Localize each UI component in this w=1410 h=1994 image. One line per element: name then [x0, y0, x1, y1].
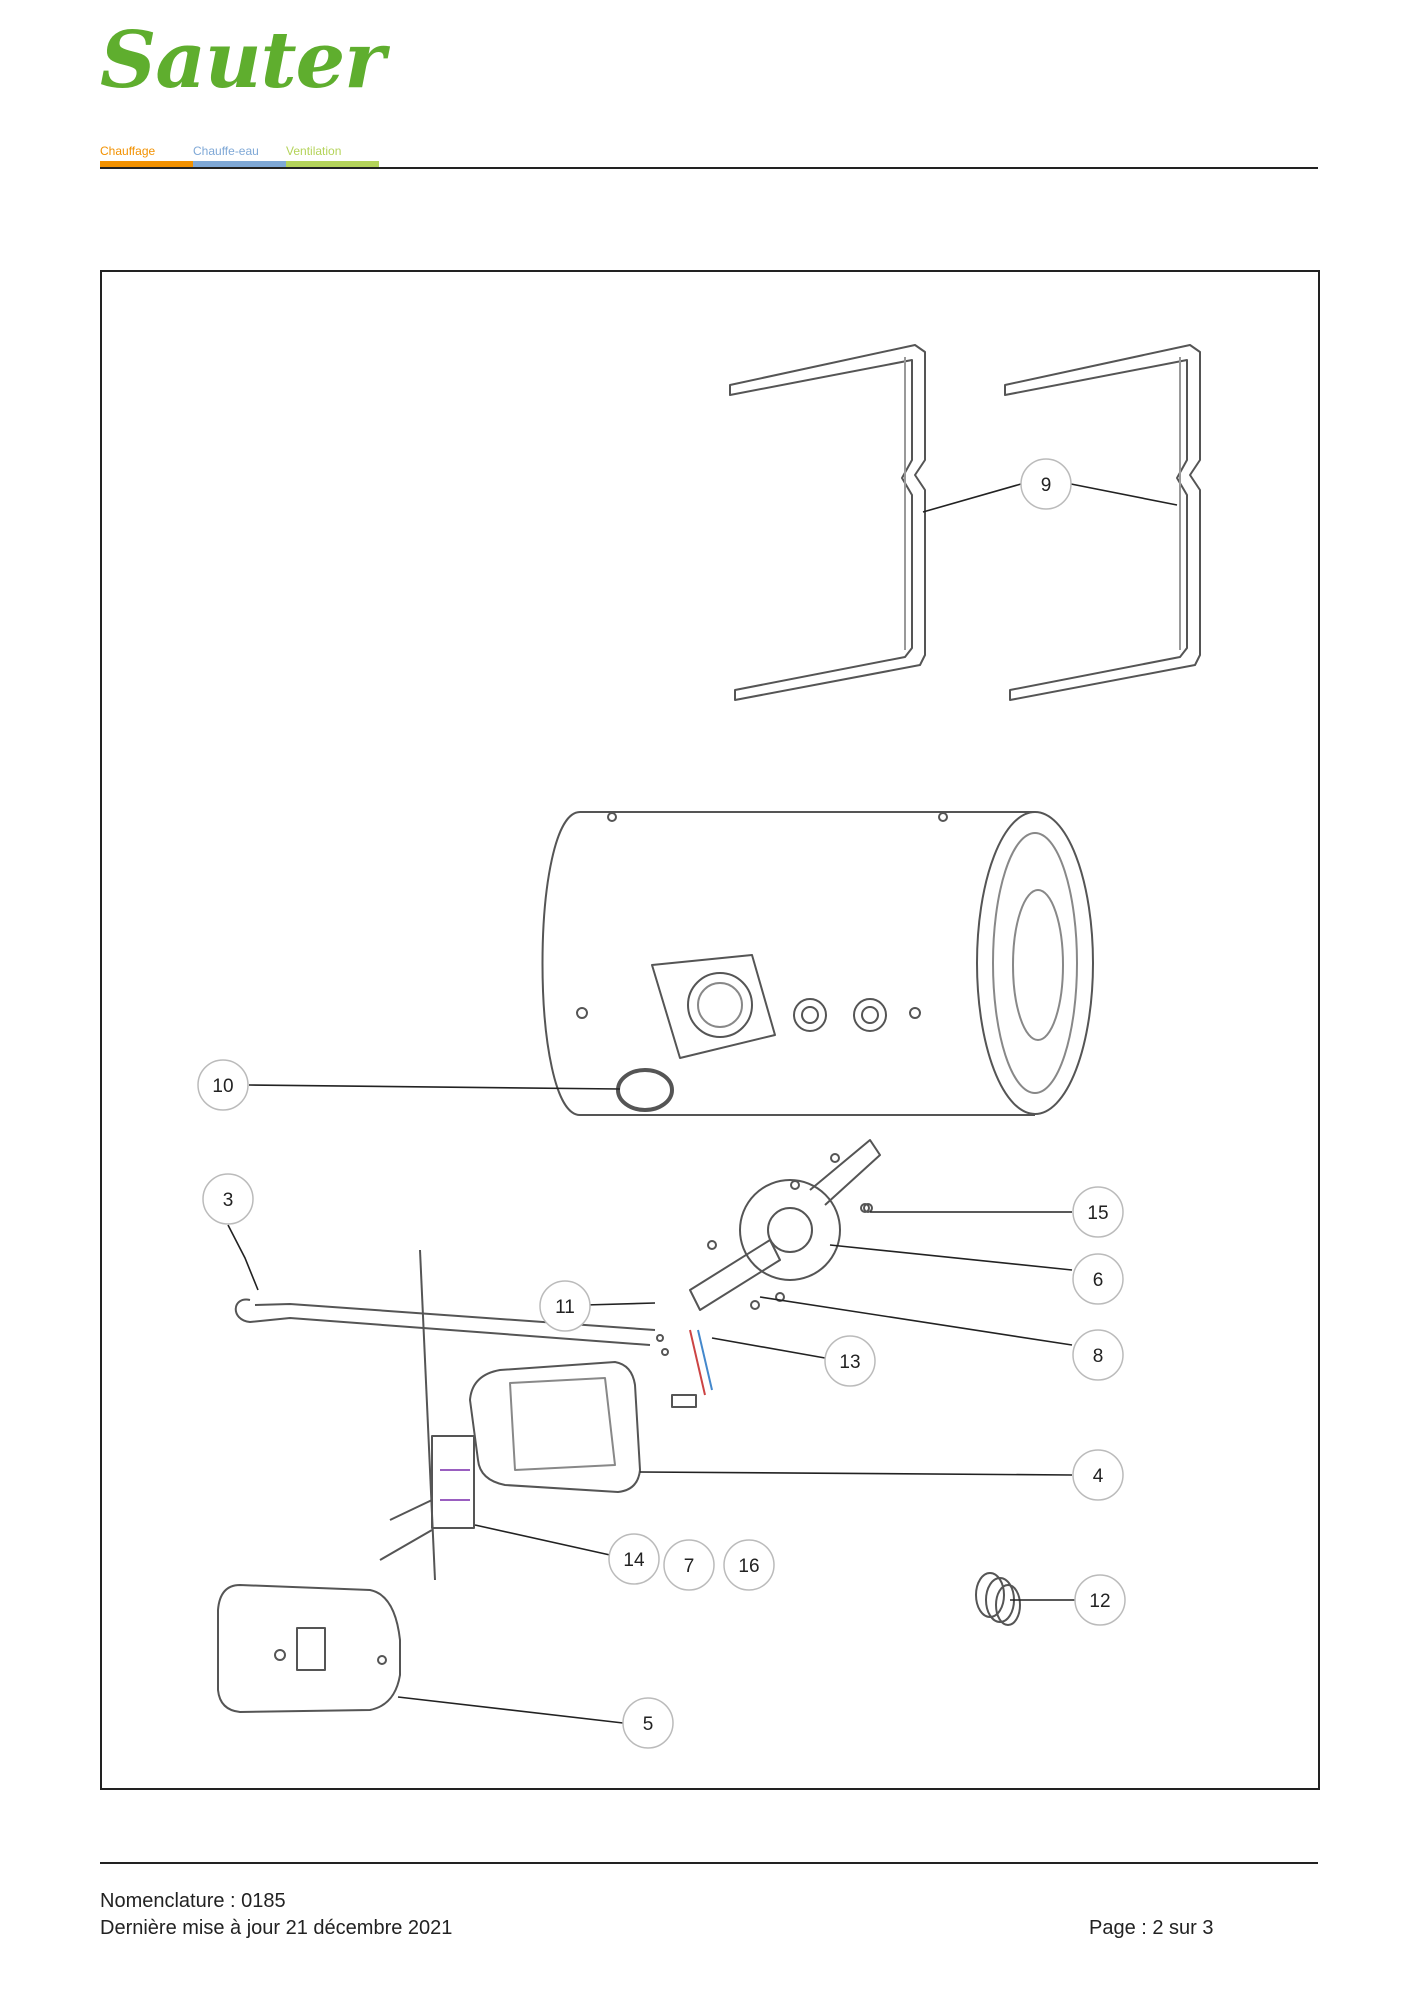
- heating-element: [671, 1139, 881, 1408]
- callout-13: 13: [824, 1335, 876, 1387]
- callout-14: 14: [608, 1533, 660, 1585]
- dielectric-fitting: [975, 1572, 1021, 1626]
- callout-3: 3: [202, 1173, 254, 1225]
- footer-updated: Dernière mise à jour 21 décembre 2021: [100, 1917, 453, 1939]
- category-color-bar: [193, 161, 286, 169]
- category-color-bar: [286, 161, 379, 169]
- category-chauffe-eau: Chauffe-eau: [193, 144, 286, 169]
- svg-text:7: 7: [684, 1556, 695, 1577]
- water-heater-tank: [541, 811, 1094, 1116]
- footer-nomenclature: Nomenclature : 0185: [100, 1890, 286, 1912]
- electronic-module: [379, 1435, 475, 1561]
- category-label: Chauffe-eau: [193, 144, 259, 158]
- wall-bracket-right: [1004, 344, 1201, 701]
- leader-lines: [227, 483, 1178, 1724]
- svg-text:9: 9: [1041, 475, 1052, 496]
- svg-text:14: 14: [623, 1550, 645, 1571]
- callout-12: 12: [1074, 1574, 1126, 1626]
- svg-text:13: 13: [839, 1352, 860, 1373]
- callout-9: 9: [1020, 458, 1072, 510]
- exploded-view-frame: [100, 270, 1320, 1790]
- category-label: Chauffage: [100, 144, 156, 158]
- svg-text:8: 8: [1093, 1346, 1104, 1367]
- svg-text:6: 6: [1093, 1270, 1104, 1291]
- header-rule: [100, 167, 1318, 169]
- category-ventilation: Ventilation: [286, 144, 379, 169]
- svg-text:3: 3: [223, 1190, 234, 1211]
- callout-10: 10: [197, 1059, 249, 1111]
- control-housing: [469, 1361, 641, 1493]
- svg-text:4: 4: [1093, 1466, 1104, 1487]
- thermostat-probe: [234, 1249, 669, 1581]
- callout-6: 6: [1072, 1253, 1124, 1305]
- brand-logo: Sauter: [100, 15, 385, 106]
- front-cover: [217, 1584, 401, 1713]
- svg-text:16: 16: [738, 1556, 759, 1577]
- callout-11: 11: [539, 1280, 591, 1332]
- footer-page-number: Page : 2 sur 3: [1089, 1917, 1214, 1939]
- callout-16: 16: [723, 1539, 775, 1591]
- callout-8: 8: [1072, 1329, 1124, 1381]
- footer-rule: [100, 1862, 1318, 1864]
- category-bar: Chauffage Chauffe-eau Ventilation: [100, 144, 379, 169]
- svg-text:15: 15: [1087, 1203, 1108, 1224]
- svg-text:12: 12: [1089, 1591, 1110, 1612]
- category-color-bar: [100, 161, 193, 169]
- wall-bracket-left: [729, 344, 926, 701]
- callout-4: 4: [1072, 1449, 1124, 1501]
- category-label: Ventilation: [286, 144, 342, 158]
- callout-7: 7: [663, 1539, 715, 1591]
- svg-text:11: 11: [555, 1297, 575, 1318]
- svg-text:5: 5: [643, 1714, 654, 1735]
- callout-5: 5: [622, 1697, 674, 1749]
- svg-text:10: 10: [212, 1076, 233, 1097]
- callout-15: 15: [1072, 1186, 1124, 1238]
- category-chauffage: Chauffage: [100, 144, 193, 169]
